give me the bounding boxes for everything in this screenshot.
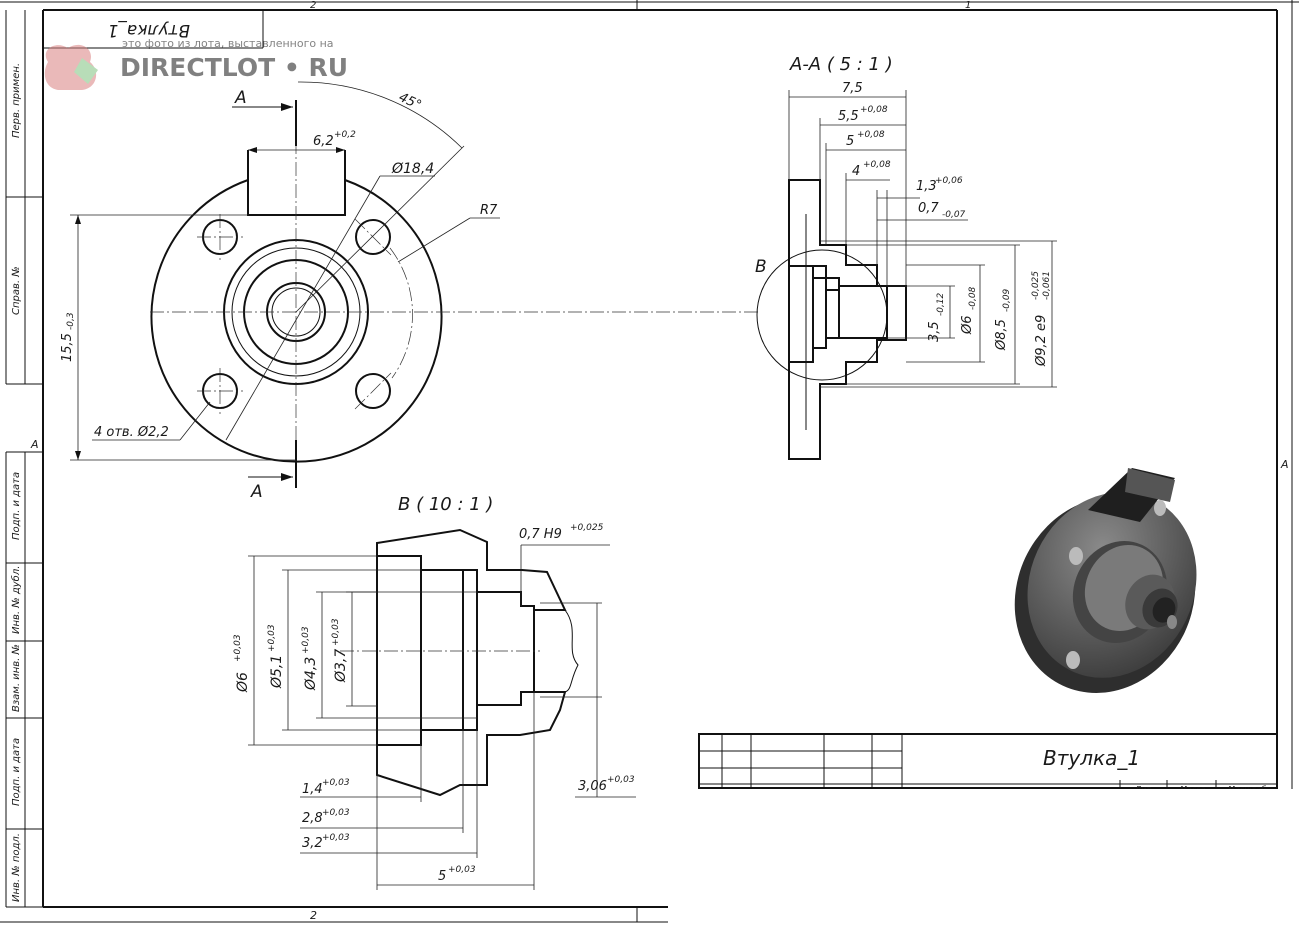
right-dia-tol: +0,03 xyxy=(607,775,635,785)
aa-d2: 5 xyxy=(846,134,854,149)
aa-dia1: 3,5 xyxy=(927,321,942,342)
dia-b: Ø5,1 xyxy=(269,655,285,689)
dia-a-tol: +0,03 xyxy=(233,634,243,662)
strip-label-6: Подп. и дата xyxy=(11,738,22,806)
width-tol: +0,2 xyxy=(334,130,356,140)
len-d-tol: +0,03 xyxy=(448,865,476,875)
detail-b-title: В ( 10 : 1 ) xyxy=(398,494,493,515)
height-tol: -0,3 xyxy=(66,312,76,330)
width-dim: 6,2 xyxy=(313,134,334,149)
section-aa: А-А ( 5 : 1 ) В 7,5 5,5 +0, xyxy=(755,54,1057,460)
dia-d: Ø3,7 xyxy=(333,649,349,683)
zone-top-left: 2 xyxy=(310,0,316,11)
strip-label-1: Перв. примен. xyxy=(11,63,22,138)
mirrored-title: Втулка_1 xyxy=(108,20,191,40)
aa-d5: 0,7 xyxy=(918,201,939,216)
aa-dia2: Ø6 xyxy=(960,315,975,335)
zone-left: A xyxy=(30,438,39,451)
groove-tol: +0,025 xyxy=(570,523,604,533)
angle-dim: 45° xyxy=(396,90,423,113)
aa-dia4-tol-b: -0,061 xyxy=(1042,271,1052,300)
dia-b-tol: +0,03 xyxy=(267,624,277,652)
part-name: Втулка_1 xyxy=(1043,746,1140,770)
aa-d3-tol: +0,08 xyxy=(863,160,891,170)
len-b-tol: +0,03 xyxy=(322,808,350,818)
aa-dia1-tol: -0,12 xyxy=(936,292,946,316)
aa-d4: 1,3 xyxy=(916,179,937,194)
len-d: 5 xyxy=(438,869,446,884)
aa-dia4: Ø9,2 е9 xyxy=(1034,315,1049,367)
front-view: A A 6,2 +0,2 45° Ø18,4 R7 15,5 -0,3 4 от… xyxy=(60,81,760,502)
strip-label-7: Инв. № подл. xyxy=(11,833,22,902)
aa-d5-tol: -0,07 xyxy=(942,210,966,220)
len-c-tol: +0,03 xyxy=(322,833,350,843)
aa-dia4-tol-a: -0,025 xyxy=(1031,271,1041,300)
detail-b: В ( 10 : 1 ) 0,7 Н9 +0,025 xyxy=(233,494,636,890)
section-mark-top: A xyxy=(234,88,247,108)
title-block: Втулка_1 Лит Масса Масштаб xyxy=(669,733,1299,925)
aa-dia2-tol: -0,08 xyxy=(968,286,978,310)
zone-right: A xyxy=(1280,458,1289,471)
watermark-brand: DIRECTLOT • RU xyxy=(120,53,348,82)
aa-dia3: Ø8,5 xyxy=(994,319,1009,351)
isometric-3d-model xyxy=(1014,468,1197,693)
strip-label-5: Взам. инв. № xyxy=(11,644,22,712)
section-aa-title: А-А ( 5 : 1 ) xyxy=(789,54,893,75)
aa-d-total: 7,5 xyxy=(842,81,863,96)
len-c: 3,2 xyxy=(302,836,323,851)
zone-top-right: 1 xyxy=(965,0,971,11)
aa-d2-tol: +0,08 xyxy=(857,130,885,140)
dia-c: Ø4,3 xyxy=(303,657,319,691)
strip-label-4: Инв. № дубл. xyxy=(10,566,22,634)
detail-mark: В xyxy=(755,257,767,277)
section-aa-body xyxy=(788,179,907,460)
section-mark-bottom: A xyxy=(250,482,263,502)
dia-c-tol: +0,03 xyxy=(301,626,311,654)
watermark: это фото из лота, выставленного на DIREC… xyxy=(44,37,348,90)
aa-d1-tol: +0,08 xyxy=(860,105,888,115)
zone-bottom: 2 xyxy=(310,909,317,922)
right-dia: 3,06 xyxy=(578,779,607,794)
len-b: 2,8 xyxy=(302,811,323,826)
squirrel-logo-icon xyxy=(44,44,98,90)
strip-label-2: Справ. № xyxy=(11,266,22,315)
height-dim: 15,5 xyxy=(60,333,75,362)
len-a-tol: +0,03 xyxy=(322,778,350,788)
aa-dia3-tol: -0,09 xyxy=(1002,288,1012,312)
aa-d3: 4 xyxy=(852,164,860,179)
dia-d-tol: +0,03 xyxy=(331,618,341,646)
strip-label-3: Подп. и дата xyxy=(11,472,22,540)
groove-dim: 0,7 Н9 xyxy=(519,527,562,542)
aa-d1: 5,5 xyxy=(838,109,859,124)
pcd-dim: Ø18,4 xyxy=(391,161,434,177)
dia-a: Ø6 xyxy=(235,672,251,693)
aa-d4-tol: +0,06 xyxy=(935,176,963,186)
side-strip-labels: Перв. примен. Справ. № Подп. и дата Инв.… xyxy=(10,63,22,902)
radius-dim: R7 xyxy=(480,203,498,218)
len-a: 1,4 xyxy=(302,782,323,797)
holes-note: 4 отв. Ø2,2 xyxy=(94,425,169,440)
watermark-caption: это фото из лота, выставленного на xyxy=(122,37,334,50)
